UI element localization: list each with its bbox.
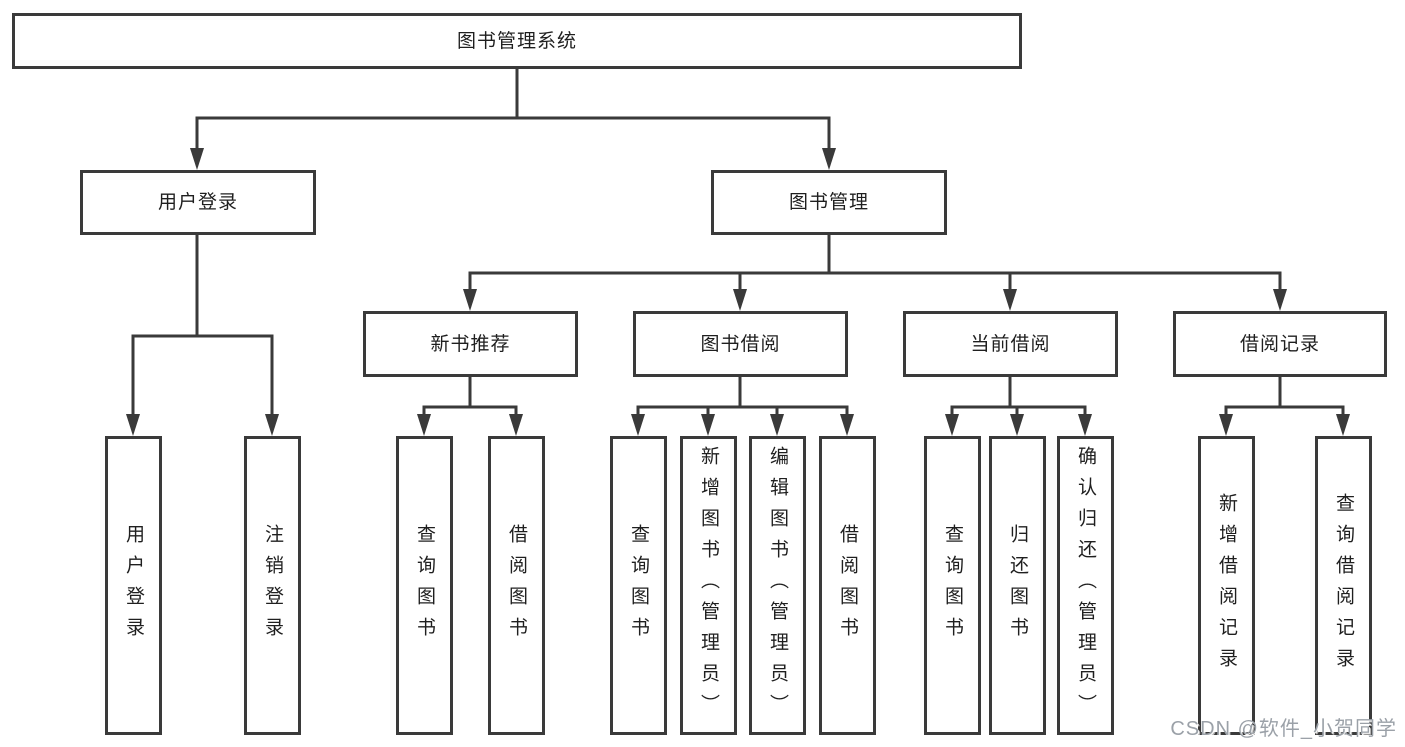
connector-paths [131,69,1345,416]
node-borrowing-records: 借阅记录 [1173,311,1387,377]
node-book-borrowing: 图书借阅 [633,311,848,377]
csdn-watermark: CSDN @软件_小贺同学 [1170,718,1397,740]
leaf-query-books-borrowing: 查询图书 [610,436,667,735]
node-system-root: 图书管理系统 [12,13,1022,69]
leaf-query-books-recommend: 查询图书 [396,436,453,735]
node-new-book-recommend: 新书推荐 [363,311,578,377]
leaf-add-borrow-record: 新增借阅记录 [1198,436,1255,735]
leaf-edit-book-admin: 编辑图书（管理员） [749,436,806,735]
leaf-user-login: 用户登录 [105,436,162,735]
leaf-add-book-admin: 新增图书（管理员） [680,436,737,735]
arrowheads [126,148,1350,436]
leaf-logout: 注销登录 [244,436,301,735]
node-book-management: 图书管理 [711,170,947,235]
leaf-query-books-current: 查询图书 [924,436,981,735]
leaf-query-borrow-record: 查询借阅记录 [1315,436,1372,735]
leaf-borrow-books-borrowing: 借阅图书 [819,436,876,735]
leaf-confirm-return-admin: 确认归还（管理员） [1057,436,1114,735]
node-user-login: 用户登录 [80,170,316,235]
leaf-return-book: 归还图书 [989,436,1046,735]
node-current-borrowing: 当前借阅 [903,311,1118,377]
leaf-borrow-books-recommend: 借阅图书 [488,436,545,735]
